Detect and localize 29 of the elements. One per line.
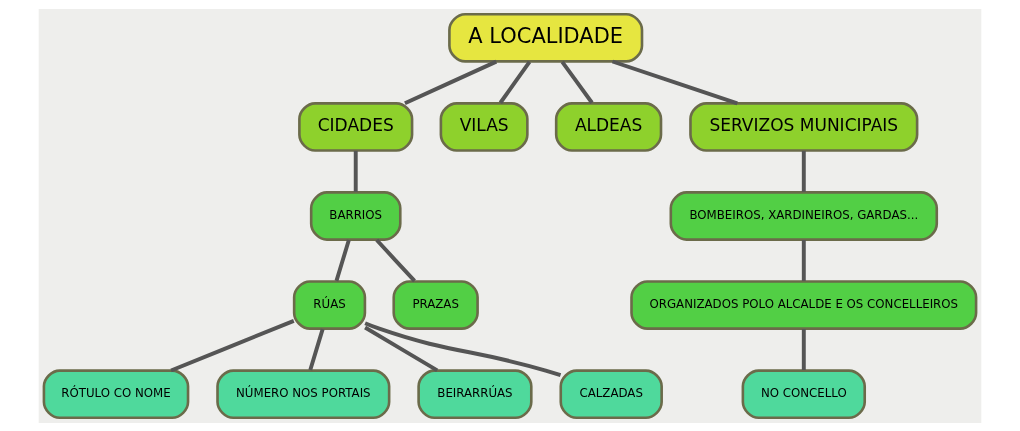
node-box: BOMBEIROS, XARDINEIROS, GARDAS... xyxy=(669,190,939,241)
connector xyxy=(170,318,295,372)
connector xyxy=(404,59,498,105)
connector xyxy=(498,60,532,104)
connector xyxy=(308,328,325,371)
node-box: ALDEAS xyxy=(554,101,663,152)
node-box: CIDADES xyxy=(298,101,414,152)
connector xyxy=(364,325,439,372)
node-box: PRAZAS xyxy=(392,279,479,330)
connector xyxy=(353,150,358,192)
node-box: BARRIOS xyxy=(309,190,402,241)
node-box: VILAS xyxy=(439,101,529,152)
connector xyxy=(364,320,562,377)
connector xyxy=(801,239,806,281)
node-box: NO CONCELLO xyxy=(741,368,867,419)
connector xyxy=(611,59,738,105)
node-box: NÚMERO NOS PORTAIS xyxy=(216,368,391,419)
node-box: BEIRARRÚAS xyxy=(417,368,533,419)
connector xyxy=(801,328,806,370)
connector xyxy=(375,238,416,282)
node-box: SERVIZOS MUNICIPAIS xyxy=(689,101,919,152)
connector xyxy=(801,150,806,192)
node-box: A LOCALIDADE xyxy=(448,12,644,63)
node-box: CALZADAS xyxy=(559,368,663,419)
node-box: RÓTULO CO NOME xyxy=(42,368,190,419)
node-box: RÚAS xyxy=(292,279,367,330)
connector xyxy=(334,238,351,281)
node-box: ORGANIZADOS POLO ALCALDE E OS CONCELLEIROS xyxy=(630,279,978,330)
connector xyxy=(560,60,594,104)
